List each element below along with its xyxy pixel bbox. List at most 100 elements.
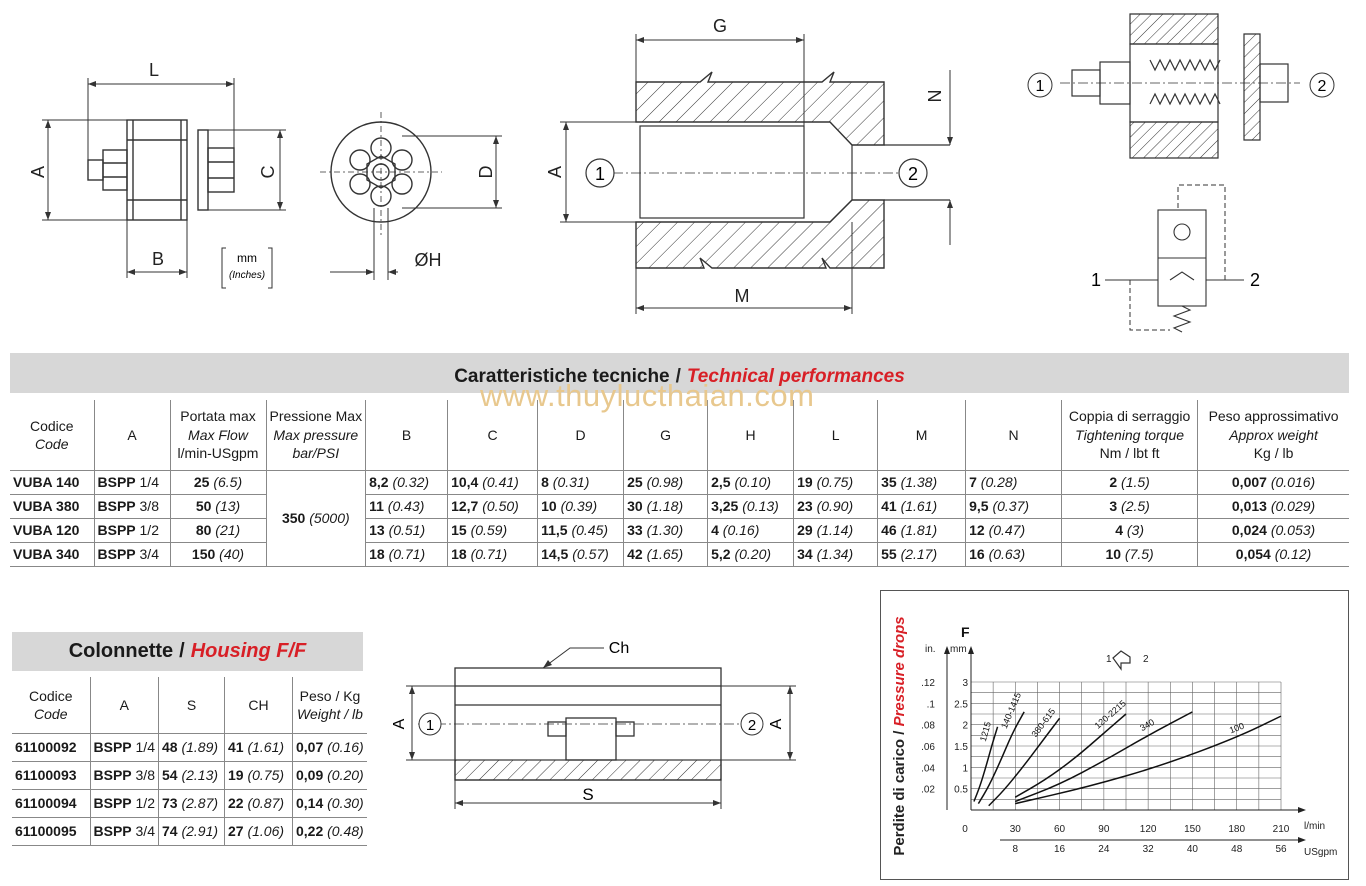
valve-drawing: L A B C D ØH mm (Inches) xyxy=(28,60,502,289)
graph-x-unit-lmin: l/min xyxy=(1304,821,1325,832)
housing-dim-s: S xyxy=(582,785,593,804)
th-housing-ch: CH xyxy=(224,677,293,734)
dim-label-n: N xyxy=(925,90,945,103)
th-d: D xyxy=(537,400,625,471)
curve-label: 140-1415 xyxy=(999,691,1023,730)
th-n: N xyxy=(965,400,1063,471)
y-tick-mm: 3 xyxy=(962,678,968,689)
housing-drawing: 1 2 A A S Ch xyxy=(391,640,796,809)
x-tick-lmin: 30 xyxy=(1010,824,1022,835)
graph-x-unit-usgpm: USgpm xyxy=(1304,847,1337,858)
dim-label-a: A xyxy=(28,166,48,178)
curve-label: 100 xyxy=(1228,721,1246,736)
graph-side-label-en: Pressure drops xyxy=(891,616,908,726)
table-row: VUBA 340 BSPP 3/4 150 (40) 18 (0.71) 18 … xyxy=(10,542,1349,567)
table-row: 61100092 BSPP 1/4 48 (1.89) 41 (1.61) 0,… xyxy=(12,733,367,762)
y-tick-in: .04 xyxy=(921,763,935,774)
x-tick-lmin: 0 xyxy=(962,824,968,835)
y-tick-mm: 1 xyxy=(962,763,968,774)
th-m: M xyxy=(877,400,967,471)
x-tick-usgpm: 8 xyxy=(1013,844,1019,855)
dim-label-d: D xyxy=(476,166,496,179)
x-tick-lmin: 180 xyxy=(1228,824,1245,835)
tech-title: Caratteristiche tecniche xyxy=(454,366,670,387)
th-c: C xyxy=(447,400,539,471)
housing-title: Colonnette xyxy=(68,640,174,662)
x-tick-usgpm: 40 xyxy=(1187,844,1199,855)
th-h: H xyxy=(707,400,795,471)
units-inches: (Inches) xyxy=(229,270,265,281)
dim-label-l: L xyxy=(149,60,159,80)
housing-port-1: 1 xyxy=(426,717,434,734)
port-2-label: 2 xyxy=(908,164,918,184)
svg-text:Perdite di carico / Pr: Perdite di carico / Pressure drops xyxy=(891,616,908,855)
assembly-port-1: 1 xyxy=(1036,78,1045,95)
assembly-drawing: 1 2 1 2 xyxy=(1027,13,1335,333)
curve-340 xyxy=(1015,711,1193,803)
table-row: VUBA 380 BSPP 3/8 50 (13) 11 (0.43) 12,7… xyxy=(10,494,1349,519)
graph-flow-1: 1 xyxy=(1106,654,1112,665)
units-mm: mm xyxy=(237,251,257,265)
y-tick-in: .12 xyxy=(921,678,935,689)
symbol-port-1: 1 xyxy=(1091,270,1101,290)
table-row: 61100093 BSPP 3/8 54 (2.13) 19 (0.75) 0,… xyxy=(12,761,367,790)
pressure-drop-panel xyxy=(880,590,1349,880)
tech-title-band: Caratteristiche tecniche / Technical per… xyxy=(10,353,1349,393)
tech-title-sep: / xyxy=(675,366,681,387)
table-row: 61100095 BSPP 3/4 74 (2.91) 27 (1.06) 0,… xyxy=(12,817,367,846)
x-tick-usgpm: 24 xyxy=(1098,844,1110,855)
dim-label-c: C xyxy=(258,166,278,179)
y-tick-mm: 1.5 xyxy=(954,742,968,753)
housing-dim-a-left: A xyxy=(391,718,408,729)
curve-380-615 xyxy=(988,717,1061,807)
curve-120-2215 xyxy=(1014,713,1127,798)
housing-port-2: 2 xyxy=(748,717,756,734)
graph-y-unit-mm: mm xyxy=(950,644,967,655)
housing-dim-a-right: A xyxy=(768,718,785,729)
graph-y-unit-in: in. xyxy=(925,644,936,655)
table-row: VUBA 120 BSPP 1/2 80 (21) 13 (0.51) 15 (… xyxy=(10,518,1349,543)
x-tick-usgpm: 16 xyxy=(1054,844,1066,855)
curve-1215 xyxy=(973,726,999,802)
y-tick-mm: 0.5 xyxy=(954,785,968,796)
table-row: VUBA 140 BSPP 1/4 25 (6.5) 350 (5000) 8,… xyxy=(10,470,1349,567)
y-tick-in: .08 xyxy=(921,721,935,732)
x-tick-usgpm: 32 xyxy=(1143,844,1155,855)
dim-label-g: G xyxy=(713,16,727,36)
symbol-port-2: 2 xyxy=(1250,270,1260,290)
pressure-cell: 350 (5000) xyxy=(266,470,367,567)
th-housing-a: A xyxy=(90,677,159,734)
curve-label: 380-615 xyxy=(1029,707,1057,739)
y-tick-in: .1 xyxy=(927,699,936,710)
curve-100 xyxy=(1015,715,1282,805)
y-tick-in: .02 xyxy=(921,785,935,796)
graph-side-label-it: Perdite di carico xyxy=(891,739,908,856)
graph-flow-2: 2 xyxy=(1143,654,1149,665)
housing-dim-ch: Ch xyxy=(609,640,629,657)
x-tick-usgpm: 48 xyxy=(1231,844,1243,855)
y-tick-mm: 2.5 xyxy=(954,699,968,710)
y-tick-mm: 2 xyxy=(962,721,968,732)
th-l: L xyxy=(793,400,879,471)
x-tick-usgpm: 56 xyxy=(1275,844,1287,855)
dim-label-h: ØH xyxy=(415,250,442,270)
assembly-port-2: 2 xyxy=(1318,78,1327,95)
housing-title-band: Colonnette / Housing F/F xyxy=(12,632,363,671)
housing-title-sep: / xyxy=(179,640,185,662)
x-tick-lmin: 210 xyxy=(1273,824,1290,835)
graph-side-label-sep: / xyxy=(891,730,908,735)
table-row: 61100094 BSPP 1/2 73 (2.87) 22 (0.87) 0,… xyxy=(12,789,367,818)
x-tick-lmin: 120 xyxy=(1140,824,1157,835)
x-tick-lmin: 150 xyxy=(1184,824,1201,835)
graph-title: F xyxy=(961,624,970,640)
y-tick-in: .06 xyxy=(921,742,935,753)
